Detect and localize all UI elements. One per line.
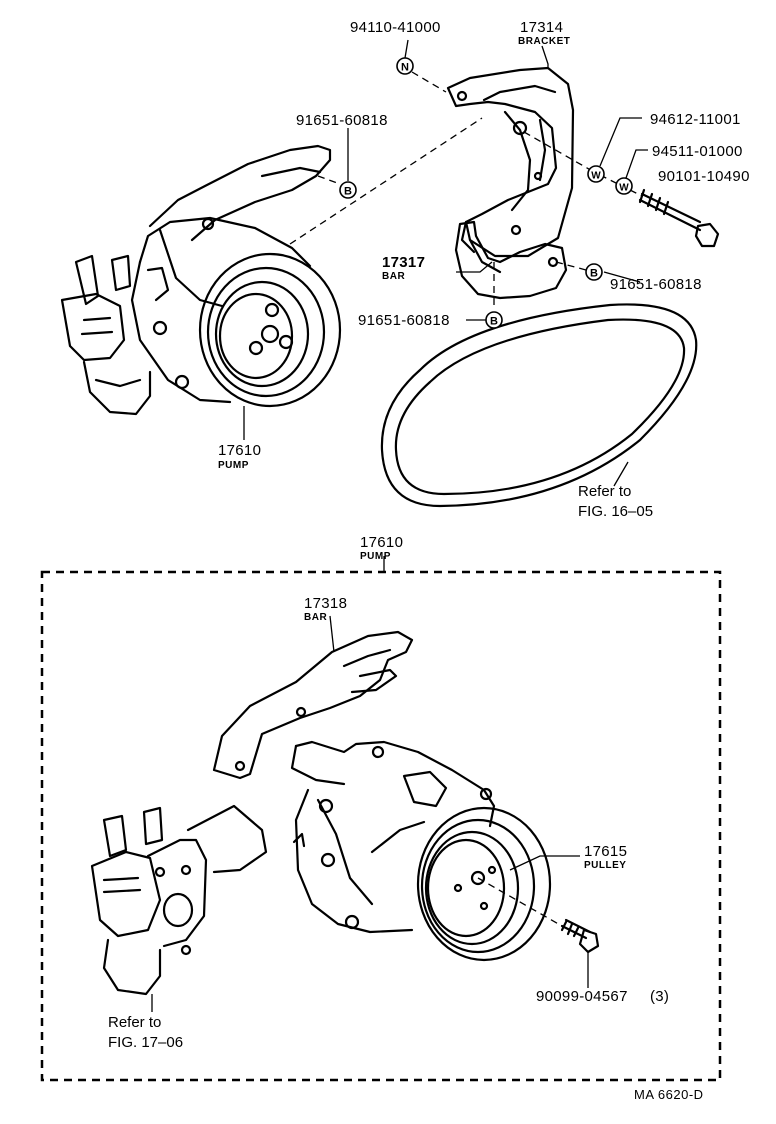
- label-bracket-name: BRACKET: [518, 36, 571, 47]
- marker-washer-2: W: [615, 177, 633, 195]
- pump-body-lower-drawing: [290, 740, 496, 934]
- label-pump-top-name: PUMP: [218, 460, 249, 471]
- marker-washer-1: W: [587, 165, 605, 183]
- leader-lines: [151, 39, 648, 1012]
- label-pulley-bolt-quantity: (3): [650, 988, 670, 1005]
- label-bolt-right-part-number: 91651-60818: [610, 276, 702, 293]
- long-bolt-drawing: [638, 188, 720, 248]
- pulley-bolt-drawing: [560, 918, 600, 954]
- valve-reference-note: Refer to FIG. 17–06: [108, 1013, 183, 1053]
- label-bolt-upper-part-number: 91651-60818: [296, 112, 388, 129]
- pump-assembly-top-drawing: [60, 144, 342, 416]
- marker-bolt-right: B: [585, 263, 603, 281]
- label-washer-2-part-number: 94511-01000: [652, 143, 743, 160]
- belt-reference-line-2: FIG. 16–05: [578, 503, 654, 520]
- label-pump-box-name: PUMP: [360, 551, 391, 562]
- marker-nut-94110: N: [396, 57, 414, 75]
- label-long-bolt-part-number: 90101-10490: [658, 168, 750, 185]
- marker-bolt-upper-letter: B: [344, 186, 352, 198]
- bracket-17314-drawing: [446, 66, 575, 258]
- control-valve-lower-drawing: [90, 804, 268, 996]
- pulley-17615-drawing: [416, 806, 552, 962]
- pump-assembly-frame: [40, 570, 722, 1082]
- belt-reference-note: Refer to FIG. 16–05: [578, 482, 653, 522]
- marker-bolt-right-letter: B: [590, 268, 598, 280]
- marker-washer-2-letter: W: [619, 183, 629, 194]
- label-bar-upper-name: BAR: [382, 271, 406, 282]
- label-bar-lower-part-number: 17318: [304, 595, 348, 612]
- label-bracket-part-number: 17314: [520, 19, 564, 36]
- label-bar-lower-name: BAR: [304, 612, 328, 623]
- bar-17317-drawing: [454, 220, 568, 300]
- label-pump-box-part-number: 17610: [360, 534, 404, 551]
- marker-bolt-center: B: [485, 311, 503, 329]
- bar-17318-drawing: [212, 630, 414, 780]
- label-bar-upper-part-number: 17317: [382, 254, 426, 271]
- label-pulley-part-number: 17615: [584, 843, 628, 860]
- alignment-dashes: [289, 71, 643, 927]
- v-belt-drawing: [380, 303, 698, 508]
- belt-reference-line-1: Refer to: [578, 483, 632, 500]
- valve-reference-line-2: FIG. 17–06: [108, 1034, 184, 1051]
- label-bolt-center-part-number: 91651-60818: [358, 312, 450, 329]
- label-pulley-name: PULLEY: [584, 860, 627, 871]
- label-pulley-bolt-part-number: 90099-04567: [536, 988, 628, 1005]
- figure-code: MA 6620-D: [634, 1087, 704, 1102]
- marker-nut-letter: N: [401, 62, 409, 74]
- marker-washer-1-letter: W: [591, 171, 601, 182]
- marker-bolt-center-letter: B: [490, 316, 498, 328]
- label-washer-1-part-number: 94612-11001: [650, 111, 741, 128]
- valve-reference-line-1: Refer to: [108, 1014, 162, 1031]
- marker-bolt-upper: B: [339, 181, 357, 199]
- label-pump-top-part-number: 17610: [218, 442, 262, 459]
- label-nut-part-number: 94110-41000: [350, 19, 441, 36]
